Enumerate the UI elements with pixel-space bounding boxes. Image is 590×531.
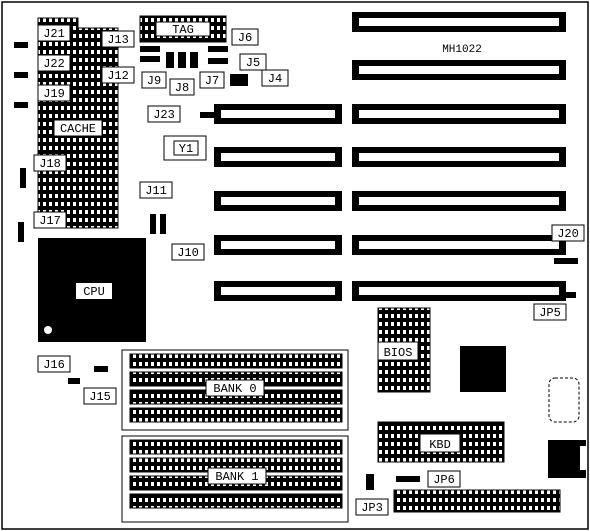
jumper-j21: J21 bbox=[43, 27, 65, 41]
jumper-j6: J6 bbox=[238, 31, 252, 45]
jumper-j10: J10 bbox=[177, 246, 199, 260]
battery bbox=[548, 377, 580, 423]
jumper-j5: J5 bbox=[246, 56, 260, 70]
jumper-j15: J15 bbox=[89, 390, 111, 404]
jumper-jp6: JP6 bbox=[433, 473, 455, 487]
square-chip bbox=[460, 346, 506, 392]
bank1-label: BANK 1 bbox=[215, 470, 258, 484]
jumper-j7: J7 bbox=[205, 74, 219, 88]
jumper-j17: J17 bbox=[39, 214, 61, 228]
jumper-j16: J16 bbox=[43, 358, 65, 372]
jumper-j20: J20 bbox=[557, 227, 579, 241]
jumper-j23: J23 bbox=[153, 108, 175, 122]
jumper-j18: J18 bbox=[39, 157, 61, 171]
model-label: MH1022 bbox=[442, 44, 482, 56]
jumper-jp3: JP3 bbox=[361, 501, 383, 515]
cpu-label: CPU bbox=[83, 285, 105, 299]
jumper-jp5: JP5 bbox=[539, 306, 561, 320]
y1-label: Y1 bbox=[179, 142, 193, 156]
bottom-connector bbox=[393, 489, 561, 513]
kbd-label: KBD bbox=[429, 438, 451, 452]
jumper-j22: J22 bbox=[43, 57, 65, 71]
jumper-j19: J19 bbox=[43, 87, 65, 101]
tag-label: TAG bbox=[172, 23, 194, 37]
cache-label: CACHE bbox=[60, 122, 96, 136]
jumper-pins bbox=[14, 42, 578, 490]
jumper-j8: J8 bbox=[175, 81, 189, 95]
jumper-j4: J4 bbox=[268, 72, 282, 86]
keyboard-connector bbox=[548, 440, 586, 478]
jumper-j11: J11 bbox=[145, 184, 167, 198]
bios-label: BIOS bbox=[384, 346, 413, 360]
jumper-j13: J13 bbox=[107, 33, 129, 47]
jumper-j9: J9 bbox=[147, 74, 161, 88]
bank0-label: BANK 0 bbox=[213, 382, 256, 396]
jumper-j12: J12 bbox=[107, 69, 129, 83]
